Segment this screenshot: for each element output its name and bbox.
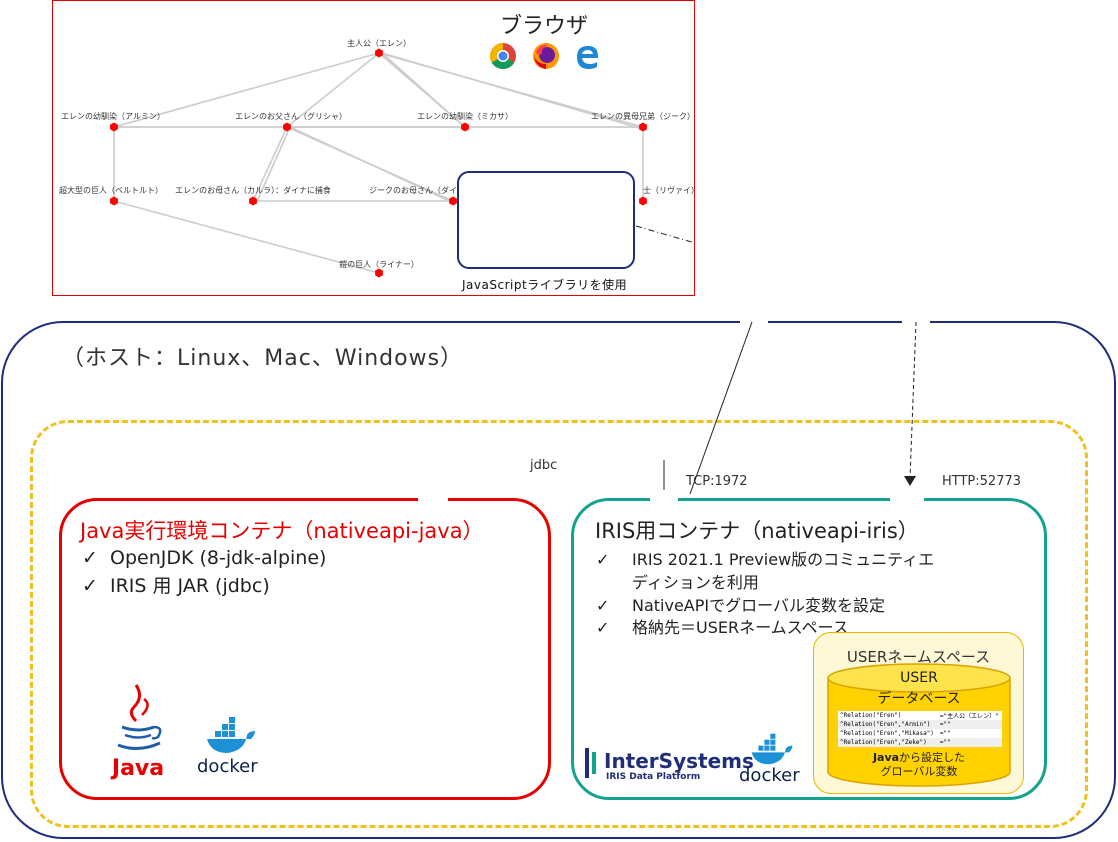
graph-node-label: エレンのお父さん（グリシャ）: [235, 111, 347, 121]
graph-edge: [255, 126, 291, 205]
graph-edge: [381, 52, 469, 131]
graph-node-armin[interactable]: エレンの幼馴染（アルミン）: [61, 111, 165, 132]
graph-node-eren[interactable]: 主人公（エレン）: [347, 38, 411, 58]
java-item: ✓OpenJDK (8-jdk-alpine): [82, 547, 327, 569]
database-title: USER: [900, 670, 938, 686]
firefox-icon: [533, 43, 559, 69]
edge-icon: [577, 46, 598, 69]
graph-node-label: エレンの異母兄弟（ジーク）: [591, 111, 695, 121]
graph-node-label: ジークのお母さん（ダイ: [369, 185, 457, 195]
java-item: ✓IRIS 用 JAR (jdbc): [82, 575, 270, 597]
database-caption-2: グローバル変数: [880, 765, 958, 778]
graph-node-label: エレンの幼馴染（ミカサ）: [417, 111, 513, 121]
docker-icon: [751, 733, 793, 765]
iris-item: ✓格納先＝USERネームスペース: [596, 618, 849, 637]
host-label: （ホスト：Linux、Mac、Windows）: [62, 346, 464, 371]
docker-logo-text: docker: [739, 765, 800, 786]
graph-node-marker[interactable]: [375, 268, 383, 278]
graph-node-marker[interactable]: [449, 196, 457, 206]
iris-item: ✓NativeAPIでグローバル変数を設定: [596, 596, 885, 615]
graph-node-marker[interactable]: [110, 122, 118, 132]
browser-title: ブラウザ: [499, 14, 588, 39]
graph-edge: [381, 52, 647, 131]
graph-node-marker[interactable]: [461, 122, 469, 132]
graph-edge: [113, 52, 380, 128]
graph-node-label: エレンの幼馴染（アルミン）: [61, 111, 165, 121]
graph-node-label: 士（リヴァイ）: [643, 185, 696, 195]
browser-box: [457, 171, 635, 269]
check-icon: ✓: [596, 550, 610, 569]
iris-container-title: IRIS用コンテナ（nativeapi-iris）: [595, 519, 919, 543]
java-logo-text: Java: [111, 756, 165, 781]
host-box: [1, 321, 1116, 839]
graph-node-label: エレンのお母さん（カルラ）：ダイナに捕食: [175, 185, 331, 195]
java-container-title: Java実行環境コンテナ（nativeapi-java）: [80, 519, 484, 543]
docker-icon: [207, 717, 255, 753]
graph-node-reiner[interactable]: 鎧の巨人（ライナー）: [339, 259, 419, 278]
check-icon: ✓: [596, 596, 610, 615]
graph-node-mikasa[interactable]: エレンの幼馴染（ミカサ）: [417, 111, 513, 132]
intersystems-sub-text: IRIS Data Platform: [606, 772, 701, 782]
graph-node-dina[interactable]: ジークのお母さん（ダイ: [369, 185, 457, 206]
iris-item: ✓IRIS 2021.1 Preview版のコミュニティエ: [596, 550, 935, 569]
graph-node-marker[interactable]: [639, 122, 647, 132]
chrome-icon: [489, 42, 516, 70]
check-icon: ✓: [596, 618, 610, 637]
graph-node-zeke[interactable]: エレンの異母兄弟（ジーク）: [591, 111, 695, 132]
database-subtitle: データベース: [877, 691, 961, 707]
graph-node-levi[interactable]: 士（リヴァイ）: [639, 185, 696, 206]
iris-item-continued: ディションを利用: [632, 573, 759, 592]
docker-network-box: [30, 420, 1088, 828]
namespace-title: USERネームスペース: [846, 648, 991, 666]
intersystems-icon: [585, 748, 596, 778]
table-row: ^Relation("Eren","Mikasa")="": [838, 729, 1002, 738]
graph-node-grisha[interactable]: エレンのお父さん（グリシャ）: [235, 111, 347, 132]
relation-graph: 主人公（エレン） エレンの幼馴染（アルミン） エレンのお父さん（グリシャ） エレンの幼…: [59, 38, 696, 278]
browser-note: JavaScriptライブラリを使用: [462, 278, 628, 292]
graph-node-label: 主人公（エレン）: [347, 38, 411, 48]
http-port-label: HTTP:52773: [942, 474, 1022, 489]
table-row: ^Relation("Eren")="主人公（エレン）": [838, 711, 1002, 720]
graph-edge: [252, 126, 288, 202]
check-icon: ✓: [82, 547, 98, 569]
graph-node-marker[interactable]: [110, 196, 118, 206]
intersystems-logo-text: InterSystems: [604, 749, 754, 773]
database-caption: Javaから設定した: [872, 751, 966, 764]
table-row: ^Relation("Eren","Armin")="": [838, 720, 1002, 729]
graph-edge: [286, 52, 380, 128]
graph-edge: [113, 200, 380, 274]
check-icon: ✓: [82, 575, 98, 597]
tcp-port-label: TCP:1972: [686, 474, 748, 489]
java-logo-icon: [117, 684, 162, 750]
graph-node-marker[interactable]: [639, 196, 647, 206]
graph-node-marker[interactable]: [249, 196, 257, 206]
jdbc-label: jdbc: [530, 458, 558, 473]
docker-logo-text: docker: [197, 756, 258, 777]
graph-node-marker[interactable]: [283, 122, 291, 132]
graph-node-bertholdt[interactable]: 超大型の巨人（ベルトルト）: [59, 185, 163, 206]
graph-node-carla[interactable]: エレンのお母さん（カルラ）：ダイナに捕食: [175, 185, 331, 206]
global-variable-table: ^Relation("Eren")="主人公（エレン）" ^Relation("…: [838, 711, 1002, 747]
graph-edge: [289, 126, 457, 205]
graph-node-marker[interactable]: [375, 48, 383, 58]
table-row: ^Relation("Eren","Zeke")="": [838, 738, 1002, 747]
graph-node-label: 超大型の巨人（ベルトルト）: [59, 185, 163, 195]
graph-node-label: 鎧の巨人（ライナー）: [339, 259, 419, 269]
